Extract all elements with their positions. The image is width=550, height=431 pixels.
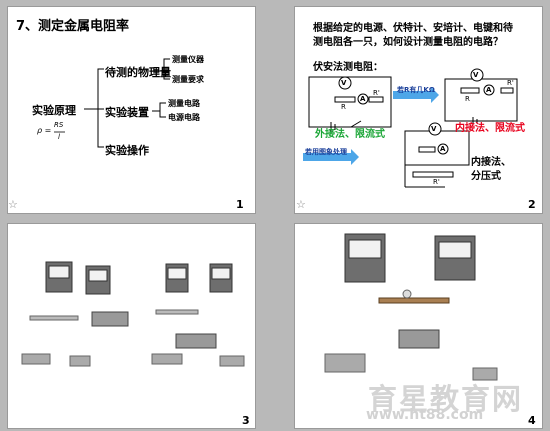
rheostat-label: R' [433, 178, 440, 186]
resistor-label: R [341, 103, 346, 111]
ammeter-symbol: A [440, 145, 446, 153]
formula-denominator: l [58, 133, 60, 141]
inner-method-label: 内接法、限流式 [455, 123, 525, 134]
slide-3[interactable] [7, 223, 256, 429]
watermark-logo-text: 育星教育网 [368, 382, 524, 416]
page-number: 3 [242, 414, 250, 427]
inner-divider-label: 分压式 [471, 171, 501, 182]
voltmeter-symbol: V [431, 125, 437, 133]
principle-label: 实验原理 [32, 104, 76, 117]
star-icon: ☆ [8, 198, 18, 211]
method-title: 伏安法测电阻： [313, 62, 383, 73]
page-number: 1 [236, 198, 244, 211]
page-number: 2 [528, 198, 536, 211]
question-line: 根据给定的电源、伏特计、安培计、电键和待 [313, 23, 513, 34]
slide-4[interactable] [294, 223, 543, 429]
rheostat-label: R' [373, 89, 380, 97]
ammeter-symbol: A [360, 95, 366, 103]
arrow-label: 若R有几KΩ [397, 86, 435, 94]
star-icon: ☆ [296, 198, 306, 211]
apparatus-illustration [21, 261, 245, 367]
setup-item: 测量电路 [168, 99, 200, 108]
voltmeter-symbol: V [341, 79, 347, 87]
formula-numerator: RS [54, 121, 64, 129]
arrow-label: 若用图象处理 [305, 148, 347, 156]
resistor-label: R [465, 95, 470, 103]
quantity-item: 测量要求 [172, 75, 204, 84]
rheostat-label: R' [507, 79, 514, 87]
setup-label: 实验装置 [105, 106, 149, 119]
page-number: 4 [528, 414, 536, 427]
slide-2[interactable]: 根据给定的电源、伏特计、安培计、电键和待 测电阻各一只，如何设计测量电阻的电路？… [294, 6, 543, 214]
operation-label: 实验操作 [105, 144, 149, 157]
question-line: 测电阻各一只，如何设计测量电阻的电路？ [313, 37, 503, 48]
formula-lhs: ρ = [37, 126, 52, 135]
mind-map-lines [54, 58, 170, 148]
voltmeter-symbol: V [473, 71, 479, 79]
outer-method-label: 外接法、限流式 [315, 129, 385, 140]
slide-1[interactable]: 7、测定金属电阻率 实验原理 ρ = RS l 待测的物理量 测量仪器 测量要求… [7, 6, 256, 214]
apparatus-illustration [324, 233, 498, 381]
quantity-label: 待测的物理量 [105, 66, 171, 79]
quantity-item: 测量仪器 [172, 55, 204, 64]
ammeter-symbol: A [486, 86, 492, 94]
watermark-url: www.ht88.com [366, 407, 484, 423]
inner-divider-label: 内接法、 [471, 157, 511, 168]
circuit-diagrams [303, 68, 518, 188]
slide-title: 7、测定金属电阻率 [16, 19, 130, 34]
setup-item: 电源电路 [168, 113, 200, 122]
